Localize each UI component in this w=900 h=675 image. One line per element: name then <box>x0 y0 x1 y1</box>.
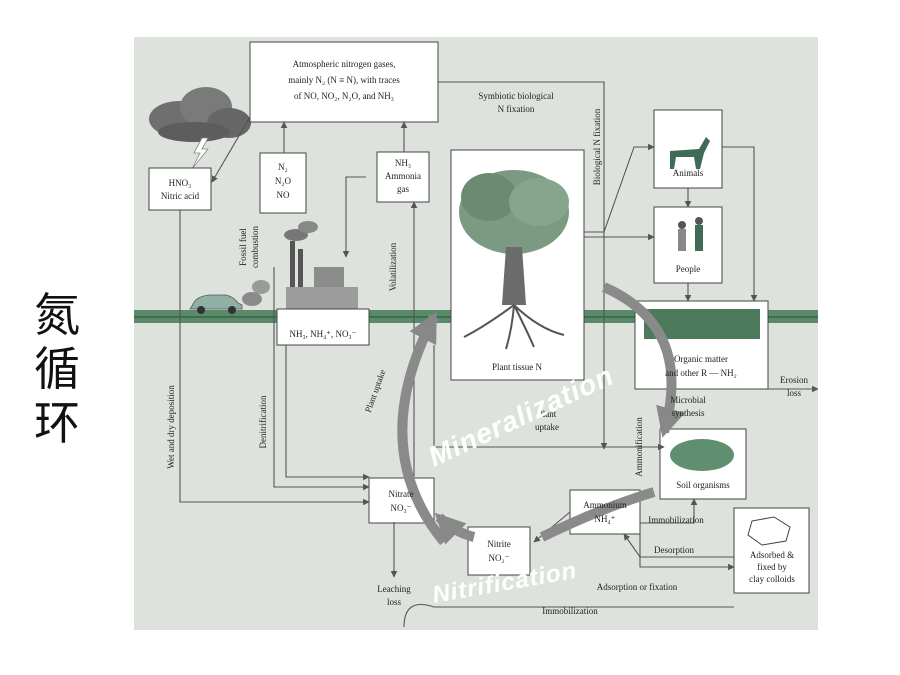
animals-label: Animals <box>673 168 704 178</box>
erosion-label-2: loss <box>787 388 802 398</box>
soil-organisms-label: Soil organisms <box>676 480 730 490</box>
microbial-label-2: synthesis <box>671 408 705 418</box>
atmosphere-line-1: Atmospheric nitrogen gases, <box>293 59 396 69</box>
atmosphere-line-3: of NO, NO₂, N₂O, and NH₃ <box>294 91 394 101</box>
clay-colloid-icon <box>733 507 810 594</box>
wet-dry-label: Wet and dry deposition <box>166 385 176 469</box>
leaching-label-1: Leaching <box>377 584 411 594</box>
nitric-acid-formula: HNO₃ <box>169 178 192 188</box>
symbiotic-label-2: N fixation <box>498 104 535 114</box>
leaching-label-2: loss <box>387 597 402 607</box>
nitrite-box <box>467 526 531 576</box>
plant-uptake-label-2a: Plant <box>538 409 557 419</box>
fossil-label-2: combustion <box>250 226 260 268</box>
factory-icon <box>284 221 358 309</box>
side-title-char-1: 氮 <box>34 288 80 342</box>
adsorption-label: Adsorption or fixation <box>597 582 678 592</box>
fertilizers-formulas: NH₃, NH₄⁺, NO₃⁻ <box>290 329 357 339</box>
lightning-icon <box>191 137 209 170</box>
side-title: 氮 循 环 <box>22 288 92 450</box>
gas-n2: N₂ <box>278 162 288 172</box>
ammonification-label: Ammonification <box>634 417 644 477</box>
immobilization-label-2: Immobilization <box>542 606 598 616</box>
erosion-label-1: Erosion <box>780 375 808 385</box>
nitrate-name: Nitrate <box>389 489 414 499</box>
organic-matter-line-2: and other R — NH₂ <box>665 368 737 378</box>
plant-tissue-label: Plant tissue N <box>492 362 543 372</box>
fossil-label-1: Fossil fuel <box>238 228 248 266</box>
symbiotic-label-1: Symbiotic biological <box>478 91 554 101</box>
exhaust-smoke-icon <box>242 280 270 306</box>
soil-organisms-icon <box>659 428 747 500</box>
gas-no: NO <box>277 190 290 200</box>
nitrogen-cycle-diagram: Atmospheric nitrogen gases, mainly N₂ (N… <box>134 37 818 630</box>
ammonia-box <box>376 151 430 203</box>
cycle-arrows <box>397 282 686 546</box>
ammonium-formula: NH₄⁺ <box>595 514 616 524</box>
side-title-char-2: 循 <box>34 342 80 396</box>
desorption-label: Desorption <box>654 545 694 555</box>
atmosphere-line-2: mainly N₂ (N ≡ N), with traces <box>288 75 400 85</box>
clay-line-3: clay colloids <box>749 574 795 584</box>
volatilization-label: Volatilization <box>388 242 398 291</box>
clay-line-1: Adsorbed & <box>750 550 794 560</box>
nitrite-formula: NO₂⁻ <box>489 553 510 563</box>
organic-matter-icon <box>634 300 769 390</box>
fertilizers-box <box>276 308 370 346</box>
ammonia-gas: gas <box>397 184 409 194</box>
cloud-icon <box>149 87 251 142</box>
tree-icon <box>450 149 585 381</box>
ammonium-name: Ammonium <box>583 500 627 510</box>
nitrite-name: Nitrite <box>487 539 511 549</box>
gases-box <box>259 152 307 214</box>
nitric-acid-box <box>148 167 212 211</box>
atmosphere-box <box>249 41 439 123</box>
gas-n2o: N₂O <box>275 176 292 186</box>
nitric-acid-name: Nitric acid <box>161 191 200 201</box>
side-title-char-3: 环 <box>34 396 80 450</box>
denitrification-label: Denitrification <box>258 395 268 448</box>
nitrate-formula: NO₃⁻ <box>391 503 412 513</box>
organic-matter-line-1: Organic matter <box>674 354 728 364</box>
bio-fix-label: Biological N fixation <box>592 108 602 185</box>
immobilization-label-1: Immobilization <box>648 515 704 525</box>
car-icon <box>189 294 243 314</box>
deer-icon <box>653 109 723 189</box>
ammonia-name: Ammonia <box>385 171 421 181</box>
ammonia-formula: NH₃ <box>395 158 411 168</box>
microbial-label-1: Microbial <box>670 395 706 405</box>
plant-uptake-label-2b: uptake <box>535 422 559 432</box>
fertilizers-title: Fertilizers <box>305 314 342 324</box>
people-label: People <box>676 264 701 274</box>
clay-line-2: fixed by <box>757 562 787 572</box>
